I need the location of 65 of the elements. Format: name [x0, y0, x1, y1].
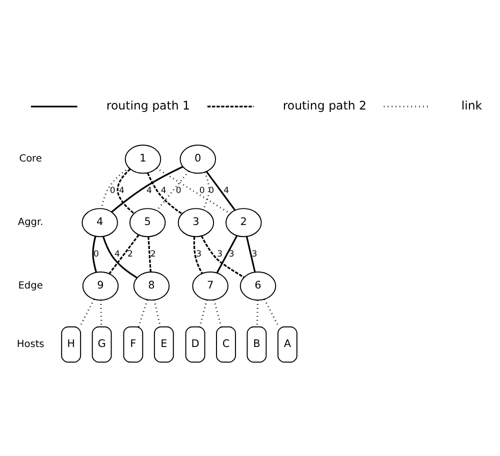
connector: [100, 300, 102, 326]
legend-label: link: [460, 98, 482, 112]
connector: [100, 166, 130, 208]
connector: [153, 299, 160, 326]
edge-label: 4: [146, 186, 152, 196]
label: Core: [18, 153, 42, 164]
edge-label: 4: [114, 249, 120, 260]
node-ellipse: 5: [128, 208, 166, 237]
node-ellipse: 9: [82, 270, 118, 300]
connector: [200, 235, 244, 278]
node-ellipse: 6: [239, 270, 276, 300]
node-box: C: [216, 326, 236, 362]
node-ellipse: 1: [124, 144, 161, 174]
edge-label: 4: [118, 186, 124, 196]
connector: [92, 236, 96, 272]
connector: [212, 299, 222, 326]
connector: [256, 300, 258, 326]
edge-label: 2: [150, 249, 156, 260]
node-ellipse: 2: [225, 208, 262, 237]
node-box: H: [60, 326, 81, 362]
connector: [78, 298, 94, 327]
connector: [216, 234, 238, 273]
label: Hosts: [16, 338, 44, 350]
label: Aggr.: [17, 216, 43, 228]
node-ellipse: 4: [81, 208, 118, 237]
label: Edge: [18, 280, 42, 291]
edge-label: 0: [208, 186, 214, 196]
node-box: E: [153, 326, 174, 362]
connector: [202, 171, 210, 210]
connector: [156, 170, 189, 210]
connector: [116, 168, 134, 214]
connector: [108, 234, 139, 274]
edge-label: 0: [93, 249, 98, 260]
node-ellipse: 7: [192, 270, 228, 300]
connector: [146, 172, 182, 214]
node-box: D: [184, 326, 205, 362]
node-box: F: [122, 326, 143, 362]
legend-label: routing path 1: [106, 98, 190, 112]
edge-label: 4: [160, 186, 166, 196]
connector: [205, 170, 236, 210]
edge-label: 2: [127, 249, 132, 260]
edge-label: 4: [223, 186, 229, 196]
edge-label: 3: [228, 249, 234, 260]
node-ellipse: 3: [177, 208, 214, 237]
connector: [102, 236, 137, 278]
connector: [156, 167, 230, 214]
node-box: B: [246, 326, 266, 362]
edge-label: 0: [109, 186, 115, 196]
connector: [147, 236, 151, 272]
edge-label: 0: [175, 186, 181, 196]
node-box: A: [276, 326, 297, 362]
connector: [192, 236, 202, 274]
connector: [245, 236, 256, 272]
connector: [110, 165, 183, 212]
edge-label: 3: [196, 249, 202, 260]
node-ellipse: 0: [179, 144, 216, 174]
edge-label: 3: [251, 249, 257, 260]
node-ellipse: 8: [132, 270, 170, 300]
legend-label: routing path 2: [282, 98, 366, 112]
connector: [198, 299, 208, 326]
edge-label: 0: [198, 186, 204, 196]
node-box: G: [91, 326, 112, 362]
connector: [263, 298, 279, 327]
edge-label: 3: [216, 249, 222, 260]
connector: [137, 299, 148, 327]
